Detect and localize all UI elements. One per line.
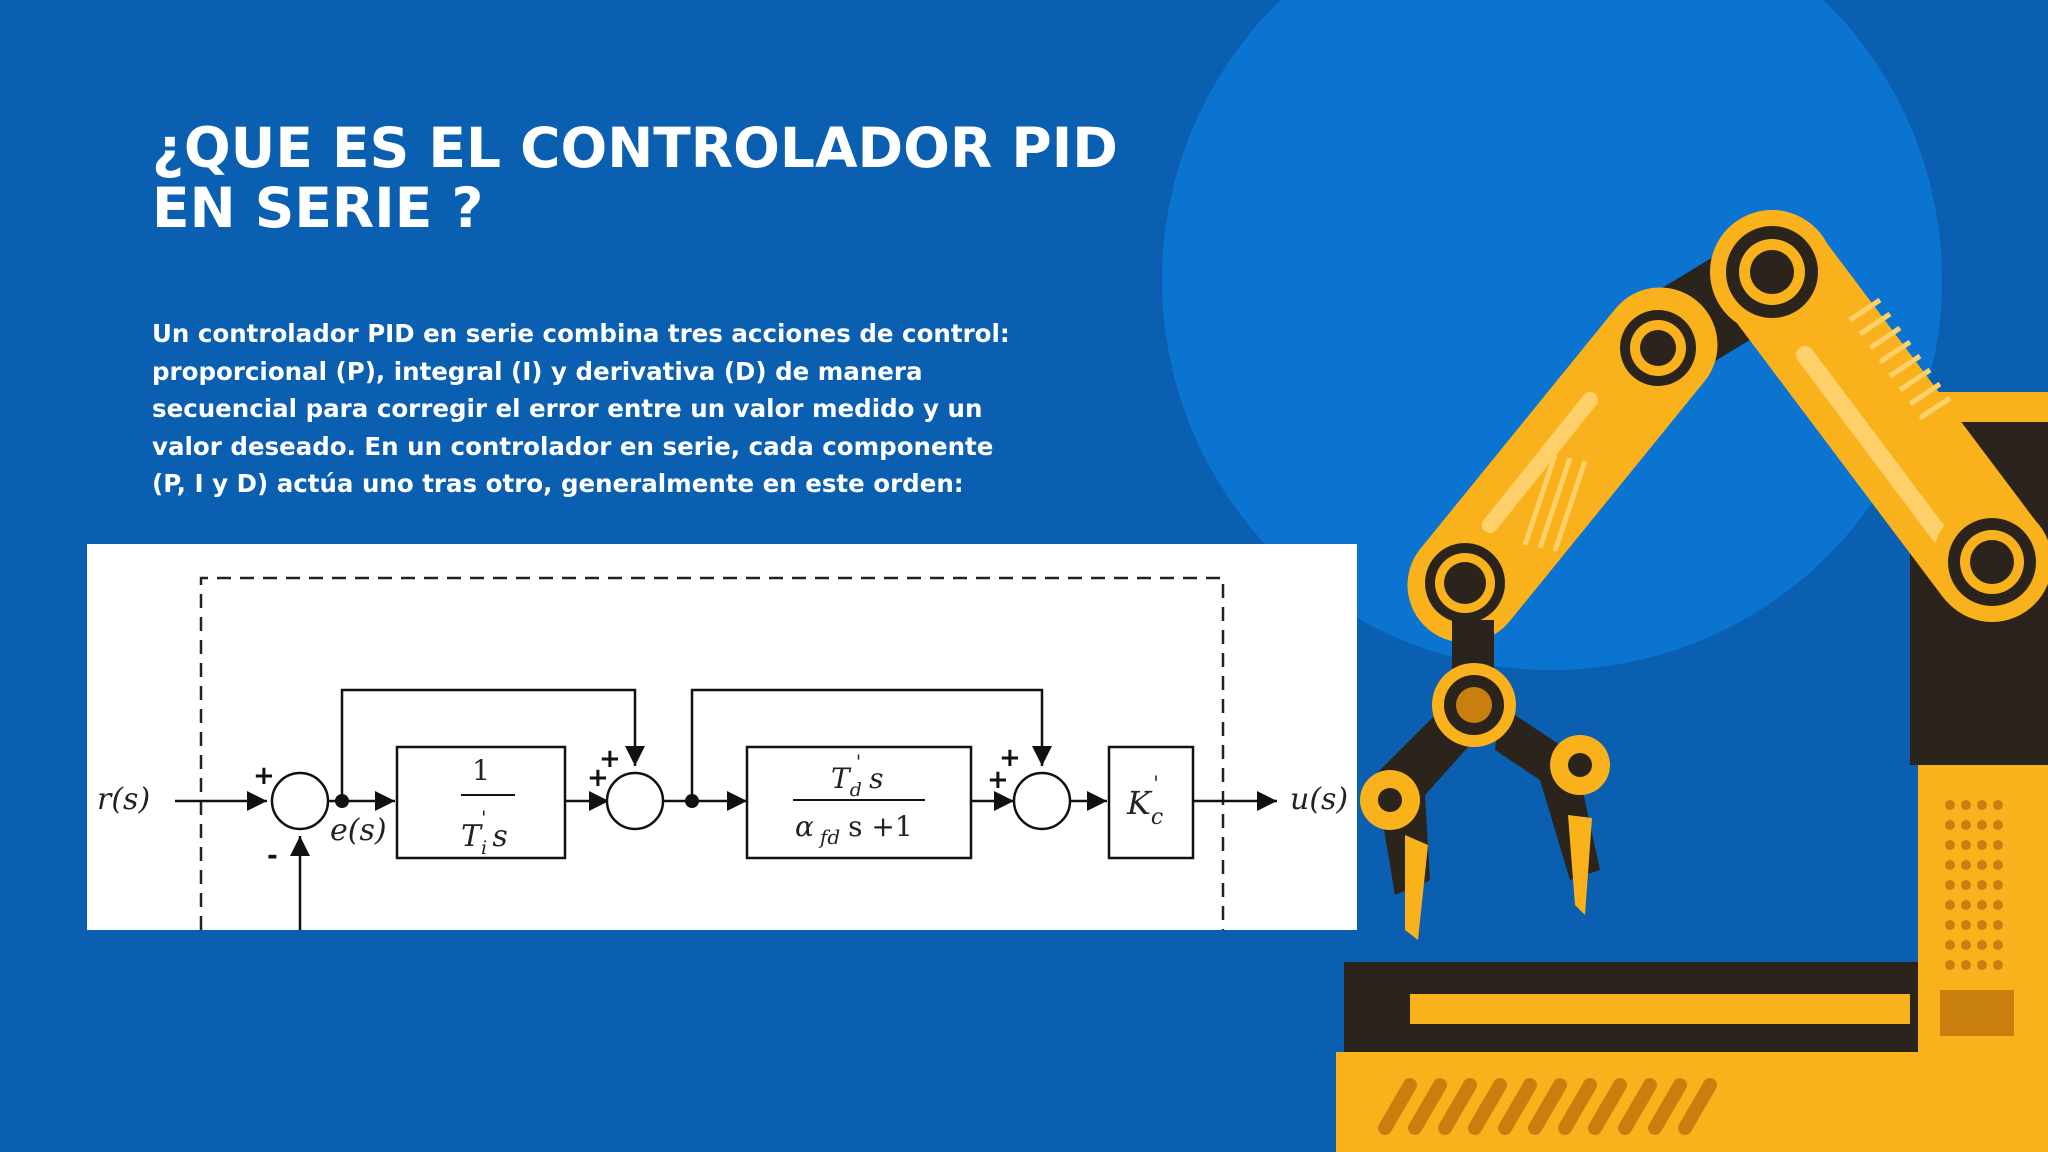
output-label: u(s)	[1290, 782, 1348, 817]
derivative-numerator: Td's	[831, 751, 883, 801]
sum3-top-sign: +	[999, 743, 1021, 773]
gain-block	[1107, 745, 1195, 860]
sum2-top-sign: +	[599, 744, 621, 774]
integral-denominator: Ti's	[461, 807, 508, 859]
gain-label: Kc'	[1126, 771, 1163, 830]
sum1-plus-sign: +	[253, 761, 275, 791]
sum3-left-sign: +	[987, 765, 1009, 795]
sum1-minus-sign: -	[267, 841, 278, 871]
background-circle	[1162, 0, 1942, 670]
sum2-left-sign: +	[587, 763, 609, 793]
slide-title: ¿QUE ES EL CONTROLADOR PID EN SERIE ?	[152, 116, 1118, 240]
input-label: r(s)	[97, 782, 150, 817]
slide-body-text: Un controlador PID en serie combina tres…	[152, 319, 1010, 499]
controller-boundary	[199, 576, 1225, 930]
summing-junction-3	[1012, 771, 1072, 831]
error-label: e(s)	[330, 813, 387, 848]
integral-block	[395, 745, 567, 860]
summing-junction-error	[270, 771, 330, 831]
summing-junction-2	[605, 771, 665, 831]
derivative-block	[745, 745, 973, 860]
integral-numerator: 1	[472, 754, 490, 787]
